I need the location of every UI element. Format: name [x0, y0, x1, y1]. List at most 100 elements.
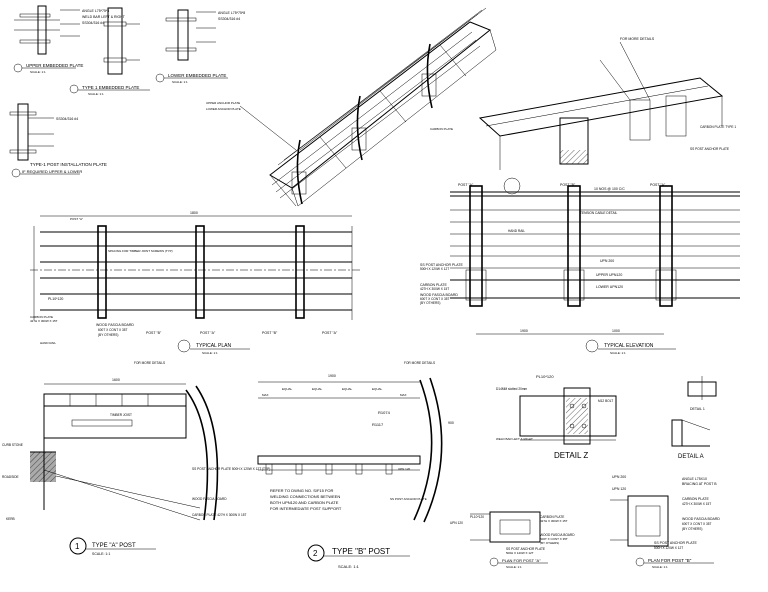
- label-by-others-elev: (BY OTHERS): [420, 301, 441, 305]
- label-max-2: MAX: [400, 393, 407, 397]
- label-tension-cable: TENSION CABLE DETAIL: [580, 211, 618, 215]
- label-r1074: R1074: [378, 410, 391, 415]
- label-post-a-elev-2: POST "A": [650, 183, 666, 187]
- title-type1-post-install: TYPE-1 POST INSTALLATION PLATE: [30, 162, 107, 167]
- label-r1117: R1117: [372, 422, 384, 427]
- label-for-more-typeb: FOR MORE DETAILS: [404, 361, 435, 365]
- lower-embedded-plate-detail: ANGLE L75*75*8 SS304/316 #4 LOWER EMBEDD…: [155, 9, 245, 84]
- title-plan-post-b: PLAN FOR POST "B": [648, 558, 692, 563]
- label-pl10-plan-a: PL10*120: [470, 515, 484, 519]
- number-type-a: 1: [75, 542, 80, 551]
- label-d14mm: D14MM slotted 20mm: [496, 387, 528, 391]
- label-angle-upper: ANGLE L75*75*8: [82, 9, 109, 13]
- label-carbon-plate-plan: CARBON PLATE: [30, 315, 53, 319]
- scale-plan-post-b: SCALE: 1:1: [652, 565, 668, 569]
- plan-for-post-a: UPN 120 PL10*120 CARBON PLATE 427H X 300…: [450, 511, 575, 569]
- type-a-post-section: 1600 CURB STONE ROADSIDE KERB TIMBER JOI…: [2, 361, 270, 556]
- label-kerb: KERB: [6, 517, 15, 521]
- label-ss-post-anchor-iso: SS POST ANCHOR PLATE: [690, 147, 729, 151]
- title-type-a-post: TYPE "A" POST: [92, 543, 136, 549]
- detail-z: PL10*120 D14MM slotted 20mm M12 BOLT WEL…: [496, 374, 617, 460]
- label-ss-anchor-dim-plan-b: 500H X 120W X 12T: [654, 546, 683, 550]
- label-curb-stone: CURB STONE: [2, 443, 23, 447]
- label-equal-2: EQUAL: [312, 387, 323, 391]
- label-wood-fascia-plan: WOOD FASCIA BOARD: [96, 323, 134, 327]
- number-type-b: 2: [313, 549, 318, 558]
- title-detail-a: DETAIL A: [678, 454, 704, 460]
- connection-isometric-detail: FOR MORE DETAILS SS POST ANCHOR PLATE CA…: [478, 37, 736, 170]
- title-type-b-post: TYPE "B" POST: [332, 547, 390, 556]
- label-upn200-plan-b: UPN 200: [612, 475, 626, 479]
- label-by-others-plan-b: (BY OTHERS): [682, 527, 703, 531]
- label-post-a-plan-2: POST "A": [322, 331, 338, 335]
- title-upper-embedded: UPPER EMBEDDED PLATE: [26, 63, 83, 68]
- label-ss304-upper: SS304/316 #4: [82, 21, 104, 25]
- label-angle-lower: ANGLE L75*75*8: [218, 11, 245, 15]
- detail-1: DETAIL 1: [687, 376, 717, 411]
- type1-post-installation-plate-detail: SS304/316 #4 TYPE-1 POST INSTALLATION PL…: [9, 103, 107, 178]
- label-wood-plan-a: WOOD FASCIA BOARD: [540, 533, 575, 537]
- label-wood-fascia-typea: WOOD FASCIA BOARD: [192, 497, 227, 501]
- label-wood-dim-plan-a: 600T X CONT X 35T: [540, 537, 568, 541]
- label-carbon-elev: CARBON PLATE: [420, 283, 447, 287]
- label-wood-fascia-dim-plan: 600T X CONT X 35T: [98, 328, 128, 332]
- scale-plan-post-a: SCALE: 1:1: [506, 565, 522, 569]
- label-post-a-plan-top: POST "A": [70, 217, 83, 221]
- label-upn200-elev: UPN 200: [600, 259, 614, 263]
- label-upn120-plan-a: UPN 120: [450, 521, 463, 525]
- label-carbon-dim-plan-b: 427H X 300W X 15T: [682, 502, 711, 506]
- subtitle-type1-post-install: IF REQUIRED UPPER & LOWER: [22, 169, 82, 174]
- plan-for-post-b: UPN 200 UPN 120 ANGLE L75X10 BRACING AT …: [610, 475, 720, 569]
- label-equal-4: EQUAL: [372, 387, 383, 391]
- isometric-bridge-view: UPPER ANCHOR PLATE LOWER ANCHOR PLATE CA…: [206, 7, 497, 207]
- label-ten-nos: 10 NOS @ 100 C/C: [594, 187, 625, 191]
- scale-type1-embedded: SCALE: 1:1: [88, 92, 104, 96]
- label-ss304-post: SS304/316 #4: [56, 117, 78, 121]
- title-typical-plan: TYPICAL PLAN: [196, 343, 231, 349]
- label-equal-1: EQUAL: [282, 387, 293, 391]
- label-post-b-plan-1: POST "B": [146, 331, 162, 335]
- dim-type-b-1900: 1900: [328, 374, 336, 378]
- title-type1-embedded: TYPE 1 EMBEDDED PLATE: [82, 85, 139, 90]
- label-carbon-plan-b: CARBON PLATE: [682, 497, 709, 501]
- label-weld-bar: WELD BAR LEFT & RIGHT: [82, 15, 126, 19]
- label-for-more-typea: FOR MORE DETAILS: [134, 361, 165, 365]
- label-hand-rail-plan: HAND RAIL: [40, 341, 56, 345]
- label-post-b-elev: POST "B": [560, 183, 576, 187]
- label-equal-3: EQUAL: [342, 387, 353, 391]
- label-lower-upn120: LOWER UPN120: [596, 285, 623, 289]
- note-intermediate: FOR INTERMEDIATE POST SUPPORT: [270, 506, 342, 511]
- upper-embedded-plate-detail: ANGLE L75*75*8 WELD BAR LEFT & RIGHT SS3…: [13, 5, 126, 74]
- label-carbon-dim-plan: 427H X 300W X 15T: [30, 319, 58, 323]
- label-hand-rail-elev: HAND RAIL: [508, 229, 525, 233]
- label-max-1: MAX: [262, 393, 269, 397]
- label-upn120-typeb: UPN 120: [398, 467, 411, 471]
- label-ss-anchor-typeb: SS POST ANCHOR PLATE: [390, 497, 427, 501]
- scale-typical-plan: SCALE: 1:1: [202, 351, 218, 355]
- note-refer-dwg: REFER TO DWNG NO. S/F15 FOR: [270, 488, 334, 493]
- label-ss-anchor-dim-plan-a: 500H X 120W X 12T: [506, 551, 534, 555]
- scale-typical-elevation: SCALE: 1:1: [610, 351, 626, 355]
- label-bracing: BRACING AT POST B: [682, 482, 717, 486]
- label-angle-brace: ANGLE L75X10: [682, 477, 707, 481]
- label-carbon-type1: CARBON PLATE TYPE 1: [700, 125, 736, 129]
- title-plan-post-a: PLAN FOR POST "A": [502, 558, 541, 563]
- dim-elev-1000: 1000: [612, 329, 620, 333]
- label-ss-anchor-elev: SS POST ANCHOR PLATE: [420, 263, 464, 267]
- dim-type-a-1600: 1600: [112, 378, 120, 382]
- note-welding: WELDING CONNECTIONS BETWEEN: [270, 494, 340, 499]
- dim-type-b-1100: 900: [448, 421, 454, 425]
- label-timber-joist: TIMBER JOIST: [110, 413, 132, 417]
- label-upper-anchor: UPPER ANCHOR PLATE: [206, 101, 240, 105]
- label-weld-detail-z: WELD BAR LEFT & RIGHT: [496, 437, 533, 441]
- label-ss-anchor-plan-a: SS POST ANCHOR PLATE: [506, 547, 545, 551]
- label-lower-anchor: LOWER ANCHOR PLATE: [206, 107, 241, 111]
- type-b-post-section: 1900 EQUAL EQUAL EQUAL EQUAL MAX MAX R10…: [257, 361, 454, 569]
- scale-upper-embedded: SCALE: 1:1: [30, 70, 46, 74]
- label-upn120-plan-b: UPN 120: [612, 487, 626, 491]
- label-for-more-iso: FOR MORE DETAILS: [620, 37, 655, 41]
- title-typical-elevation: TYPICAL ELEVATION: [604, 343, 654, 349]
- label-by-others-plan: (BY OTHERS): [98, 333, 119, 337]
